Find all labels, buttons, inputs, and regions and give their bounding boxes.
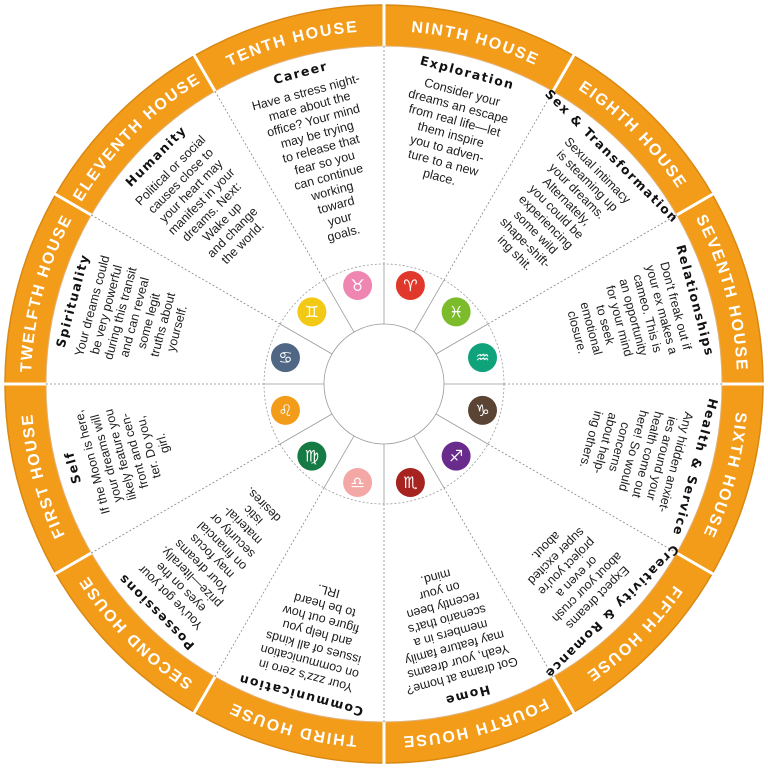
inner-divider — [279, 323, 333, 355]
inner-divider — [413, 279, 445, 333]
leo-icon: ♌ — [270, 395, 300, 425]
ring-divider — [53, 192, 93, 217]
inner-divider — [323, 279, 355, 333]
center-circle — [323, 323, 445, 445]
sector-divider — [443, 487, 554, 677]
ring-divider — [675, 192, 715, 217]
sign-badge — [270, 343, 300, 373]
sign-glyph: ♏ — [403, 473, 417, 492]
sector-divider — [214, 91, 325, 281]
ring-divider — [551, 675, 576, 715]
sign-glyph: ♌ — [278, 401, 292, 420]
sign-glyph: ♒ — [475, 348, 489, 367]
inner-divider — [435, 413, 489, 445]
ring-divider — [675, 551, 715, 576]
sign-glyph: ♋ — [278, 348, 292, 367]
sign-glyph: ♍ — [305, 447, 319, 466]
gemini-icon: ♊ — [297, 297, 327, 327]
libra-icon: ♎ — [343, 468, 373, 498]
inner-divider — [435, 323, 489, 355]
sign-glyph: ♈ — [403, 276, 417, 295]
sector-divider — [214, 487, 325, 677]
pisces-icon: ♓ — [441, 297, 471, 327]
aquarius-icon: ♒ — [468, 343, 498, 373]
sign-badge — [343, 468, 373, 498]
inner-divider — [279, 413, 333, 445]
sign-glyph: ♐ — [449, 447, 463, 466]
sign-badge — [270, 395, 300, 425]
sector-eighth-house: EIGHTH HOUSE♓Sex & TransformationSexual … — [441, 78, 688, 327]
inner-divider — [323, 435, 355, 489]
sign-badge — [395, 468, 425, 498]
sagittarius-icon: ♐ — [441, 441, 471, 471]
house-text-line: girl. — [153, 432, 172, 455]
ring-divider — [53, 551, 93, 576]
sign-badge — [468, 343, 498, 373]
sign-badge — [297, 297, 327, 327]
virgo-icon: ♍ — [297, 441, 327, 471]
sector-divider — [443, 91, 554, 281]
capricorn-icon: ♑ — [468, 395, 498, 425]
house-text-line: your — [326, 209, 353, 229]
sector-divider — [487, 443, 677, 554]
sign-badge — [297, 441, 327, 471]
sign-badge — [395, 270, 425, 300]
sign-badge — [343, 270, 373, 300]
center-hub — [323, 323, 445, 445]
house-text-line: IRL. — [316, 581, 342, 600]
scorpio-icon: ♏ — [395, 468, 425, 498]
inner-divider — [413, 435, 445, 489]
cancer-icon: ♋ — [270, 343, 300, 373]
taurus-icon: ♉ — [343, 270, 373, 300]
sign-glyph: ♑ — [475, 401, 489, 420]
sign-badge — [441, 441, 471, 471]
sector-divider — [487, 214, 677, 325]
sign-glyph: ♊ — [305, 302, 319, 321]
sign-badge — [441, 297, 471, 327]
sign-glyph: ♓ — [449, 302, 463, 321]
ring-divider — [192, 53, 217, 93]
sign-glyph: ♉ — [350, 276, 364, 295]
aries-icon: ♈ — [395, 270, 425, 300]
glyph-ring-border — [263, 263, 505, 505]
ring-divider — [192, 675, 217, 715]
sector-divider — [91, 443, 281, 554]
sign-badge — [468, 395, 498, 425]
ring-divider — [551, 53, 576, 93]
sector-divider — [91, 214, 281, 325]
sign-glyph: ♎ — [350, 473, 364, 492]
